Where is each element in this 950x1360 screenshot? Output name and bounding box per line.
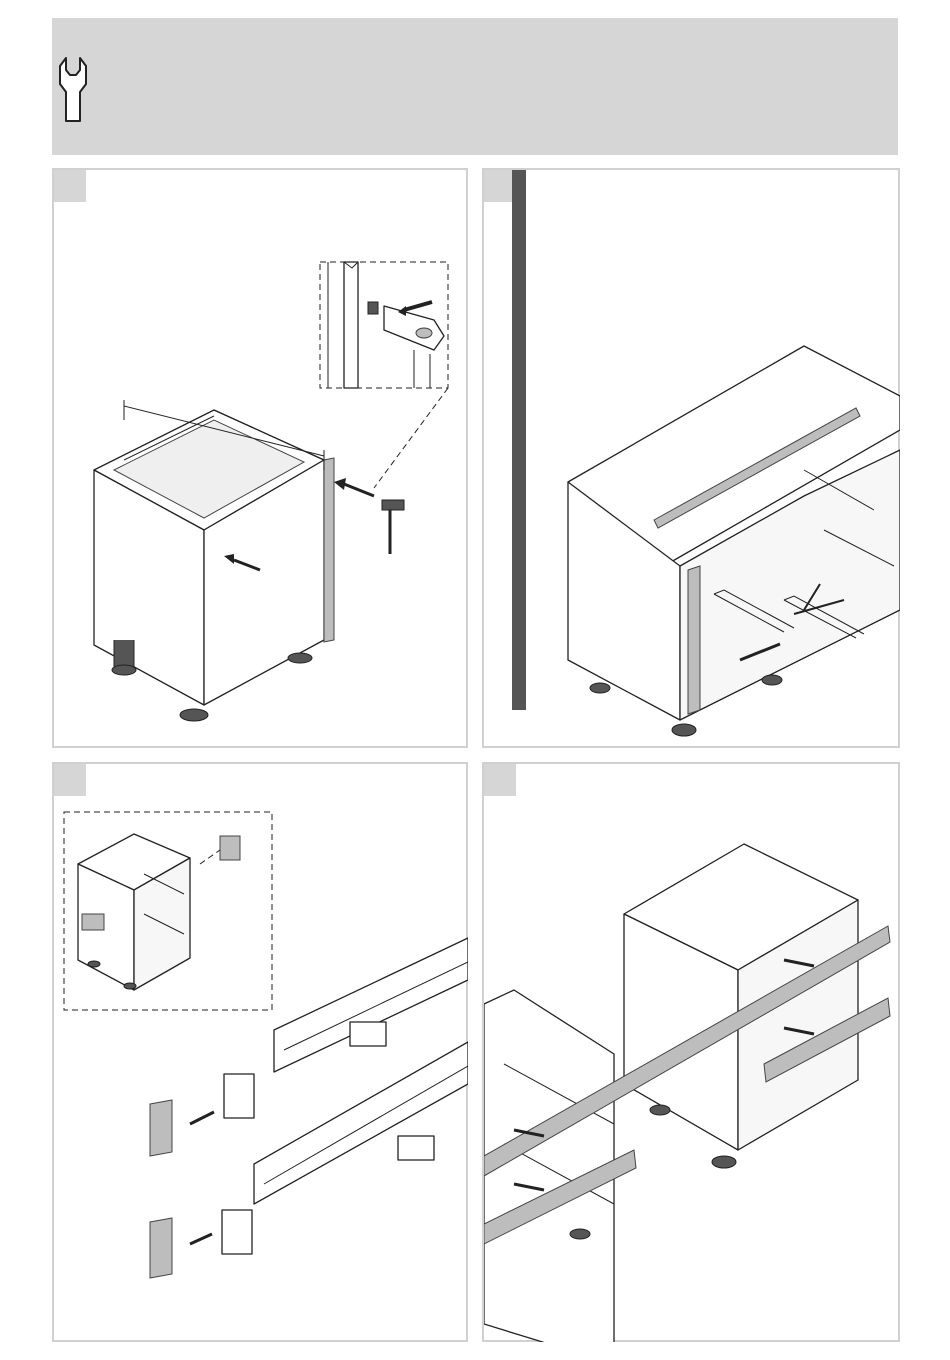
mounting-bracket xyxy=(350,1022,386,1046)
cabinet-rear xyxy=(624,844,858,1168)
small-cabinet xyxy=(78,834,240,990)
end-cap-lower xyxy=(150,1218,172,1278)
step-illustration-cabinet xyxy=(54,170,468,748)
end-cap-upper xyxy=(150,1100,172,1156)
step-panel-3 xyxy=(52,762,468,1342)
corner-bracket-upper xyxy=(224,1074,254,1118)
corner-bracket-lower xyxy=(222,1210,252,1254)
plinth-rail-upper xyxy=(274,938,468,1072)
end-caps xyxy=(150,1074,254,1278)
step-panel-1 xyxy=(52,168,468,748)
mounting-bracket xyxy=(398,1136,434,1160)
detail-inset-drawing xyxy=(328,262,444,388)
wall-section xyxy=(512,170,526,710)
spirit-level-vertical xyxy=(688,566,700,714)
step-illustration-wall-cabinets xyxy=(484,170,900,748)
cabinet-front xyxy=(484,990,614,1342)
cabinet-pair xyxy=(568,346,900,736)
base-cabinet xyxy=(94,400,404,721)
instruction-header xyxy=(52,18,898,155)
wrench-icon xyxy=(52,18,112,148)
step-panel-4 xyxy=(482,762,900,1342)
step-illustration-plinth-rails xyxy=(484,764,900,1342)
step-panel-2 xyxy=(482,168,900,748)
step-illustration-plinth-brackets xyxy=(54,764,468,1342)
